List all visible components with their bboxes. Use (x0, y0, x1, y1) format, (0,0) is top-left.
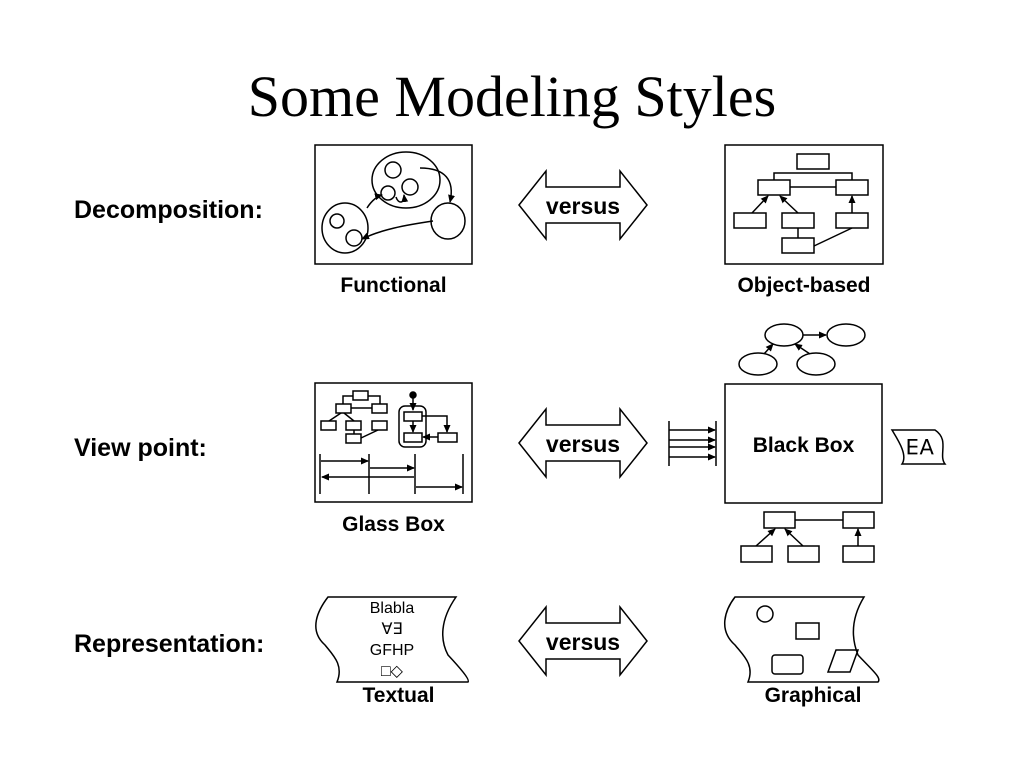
versus-arrow-3 (518, 604, 648, 678)
row-label-viewpoint: View point: (74, 434, 207, 462)
caption-glass-box: Glass Box (342, 513, 445, 536)
black-box-diagram (668, 323, 947, 563)
versus-arrow-1 (518, 168, 648, 242)
versus-label-3: versus (545, 629, 621, 655)
textual-content: Blabla ∀∃ GFHP □◇ (340, 598, 444, 682)
graphical-scroll (724, 596, 880, 683)
textual-line: □◇ (381, 663, 403, 680)
versus-label-1: versus (545, 193, 621, 219)
slide-title: Some Modeling Styles (247, 64, 777, 129)
caption-graphical: Graphical (764, 684, 862, 707)
textual-line: Blabla (369, 600, 415, 617)
row-label-representation: Representation: (74, 630, 265, 658)
caption-textual: Textual (362, 684, 435, 707)
versus-label-2: versus (545, 431, 621, 457)
textual-line: GFHP (369, 642, 415, 659)
glass-box-diagram (314, 382, 473, 503)
functional-diagram (314, 144, 473, 265)
caption-object-based: Object-based (737, 274, 871, 297)
caption-functional: Functional (340, 274, 447, 297)
textual-line: ∀∃ (381, 621, 403, 638)
graphical-diagram (724, 596, 880, 683)
row-label-decomposition: Decomposition: (74, 196, 263, 224)
black-box-label: Black Box (752, 434, 855, 457)
textual-scroll (315, 596, 470, 683)
black-box-logic-symbol: ∀∃ (906, 434, 934, 457)
versus-arrow-2 (518, 406, 648, 480)
object-based-diagram (724, 144, 884, 265)
